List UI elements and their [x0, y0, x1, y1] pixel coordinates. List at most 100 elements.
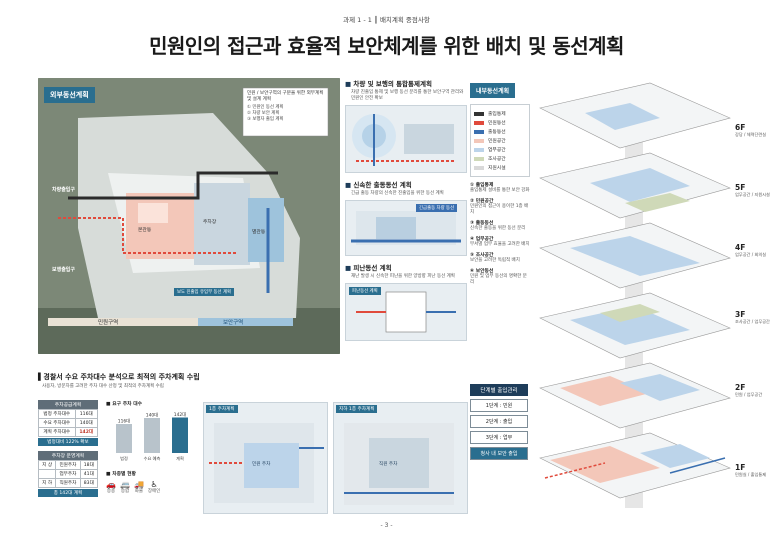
- page-title: 민원인의 접근과 효율적 보안체계를 위한 배치 및 동선계획: [149, 34, 624, 58]
- page-number: - 3 -: [380, 522, 393, 529]
- security-zone-label: 보안구역: [223, 320, 244, 326]
- bar-value-label: 140대: [146, 412, 158, 419]
- plan1-label: 민원 주차: [252, 462, 271, 467]
- bar-1: [144, 418, 160, 453]
- plan2-tag: 지하 1층 주차계획: [336, 405, 378, 413]
- table1-note: 법정대비 122% 확보: [38, 438, 98, 446]
- section-desc: 차량 진출입 통제 및 보행 동선 분리를 통한 보안구역 관리와 민원인 안전…: [351, 90, 464, 102]
- bar-2: [172, 417, 188, 453]
- step-item: 청사 내 보안 출입: [470, 447, 528, 460]
- parking-title: ▌경찰서 수요 주차대수 분석으로 최적의 주차계획 수립: [38, 373, 200, 381]
- site-plan-callout: 민원 / 보안구역의 구분을 위한 외부계획 및 설계 계획 ① 민원인 동선 …: [247, 90, 327, 122]
- floor-6f-plate: [539, 82, 731, 149]
- floor-5f-plate: [539, 152, 731, 219]
- site-plan-panel: 외부동선계획 민원 / 보안구역의 구분을 위한 외부계획 및 설계 계획 ① …: [38, 78, 340, 354]
- emergency-route-illustration: [351, 211, 461, 246]
- page-subtitle: 과제 1 - 1 ┃ 배치계획 중점사항: [343, 16, 430, 24]
- table2-total: 총 142대 계획: [38, 489, 98, 497]
- plan1-tag: 1층 주차계획: [206, 405, 238, 413]
- parking-label: 주차장: [203, 220, 217, 225]
- legend-item: 지원시설: [474, 164, 526, 171]
- bar-category-label: 계획: [176, 455, 184, 462]
- vehicle-type-item: 🚚화물: [133, 480, 144, 494]
- site-plan-note: 보도 진출입 유입부 동선 계획: [174, 288, 235, 296]
- step-access-title: 단계별 출입관리: [470, 384, 528, 396]
- truck-icon: 🚚: [133, 480, 144, 489]
- callout-item: ② 차량 보안 계획: [247, 111, 280, 116]
- legend-item: 출입통제: [474, 110, 526, 117]
- section-title: 피난동선 계획: [345, 262, 467, 272]
- pedestrian-entry-label: 보행출입구: [52, 267, 76, 273]
- evacuation-diagram: 피난동선 계획: [345, 283, 467, 342]
- parking-section: ▌경찰서 수요 주차대수 분석으로 최적의 주차계획 수립 사용자, 방문자를 …: [37, 372, 468, 514]
- parking-plan-1f-illustration: [209, 423, 324, 503]
- chart-title: ■ 요구 주차 대수: [106, 402, 143, 407]
- chart2-title: ■ 차종별 현황: [106, 472, 136, 477]
- step-item: 1단계 : 민원: [470, 399, 528, 412]
- parking-plan-b1-illustration: [344, 423, 454, 505]
- plan2-label: 직원 주차: [379, 462, 398, 467]
- legend-item: 민원동선: [474, 119, 526, 126]
- van-icon: 🚐: [119, 480, 130, 489]
- vehicle-entry-label: 차량출입구: [52, 187, 76, 193]
- floor-1f-plate: [539, 432, 731, 499]
- site-plan-illustration: [38, 78, 340, 354]
- step-access-box: 단계별 출입관리 1단계 : 민원 2단계 : 출입 3단계 : 업무 청사 내…: [470, 384, 528, 463]
- section-title: 차량 및 보행의 통합통제계획: [345, 78, 467, 88]
- section-desc: 긴급 출동 차량의 신속한 진출입을 위한 동선 계획: [351, 191, 444, 197]
- step-item: 3단계 : 업무: [470, 431, 528, 444]
- legend-item: 업무공간: [474, 146, 526, 153]
- step-item: 2단계 : 출입: [470, 415, 528, 428]
- parking-plan-b1: 지하 1층 주차계획 직원 주차: [333, 402, 468, 514]
- exploded-floors-illustration: [539, 82, 731, 508]
- floor-2f-plate: [539, 362, 731, 429]
- vehicle-type-item: 🚐승합: [119, 480, 130, 494]
- site-plan-tag-label: 외부동선계획: [44, 87, 95, 103]
- legend-item: 민원공간: [474, 137, 526, 144]
- section-desc: 재난 발생 시 신속한 피난을 위한 양방향 피난 동선 계획: [351, 274, 455, 280]
- evacuation-tag: 피난동선 계획: [349, 287, 381, 296]
- legend-item: 출동동선: [474, 128, 526, 135]
- bar-value-label: 142대: [174, 411, 186, 418]
- middle-column: 차량 및 보행의 통합통제계획 차량 진출입 통제 및 보행 동선 분리를 통한…: [345, 78, 467, 342]
- vehicle-type-list: 🚗승용 🚐승합 🚚화물 ♿장애인: [106, 480, 198, 495]
- table1-title: 주차공급계획: [38, 400, 98, 409]
- callout-item: ③ 보행자 출입 계획: [247, 117, 284, 122]
- emergency-route-diagram: 긴급출동 차량 동선: [345, 200, 467, 257]
- callout-item: ① 민원인 동선 계획: [247, 105, 284, 110]
- bar-category-label: 법정: [120, 455, 128, 461]
- vehicle-type-item: 🚗승용: [106, 480, 116, 494]
- main-building-label: 본관동: [138, 228, 152, 233]
- floor-3f-plate: [539, 292, 731, 359]
- integrated-control-illustration: [352, 114, 456, 167]
- emergency-route-tag: 긴급출동 차량 동선: [416, 204, 458, 213]
- parking-plan-1f: 1층 주차계획 민원 주차: [203, 402, 328, 514]
- integrated-control-diagram: [345, 105, 467, 174]
- table2-title: 주차장 운영계획: [38, 451, 98, 460]
- vehicle-type-item: ♿장애인: [147, 480, 161, 494]
- evacuation-illustration: [356, 291, 456, 333]
- annex-label: 별관동: [252, 230, 266, 235]
